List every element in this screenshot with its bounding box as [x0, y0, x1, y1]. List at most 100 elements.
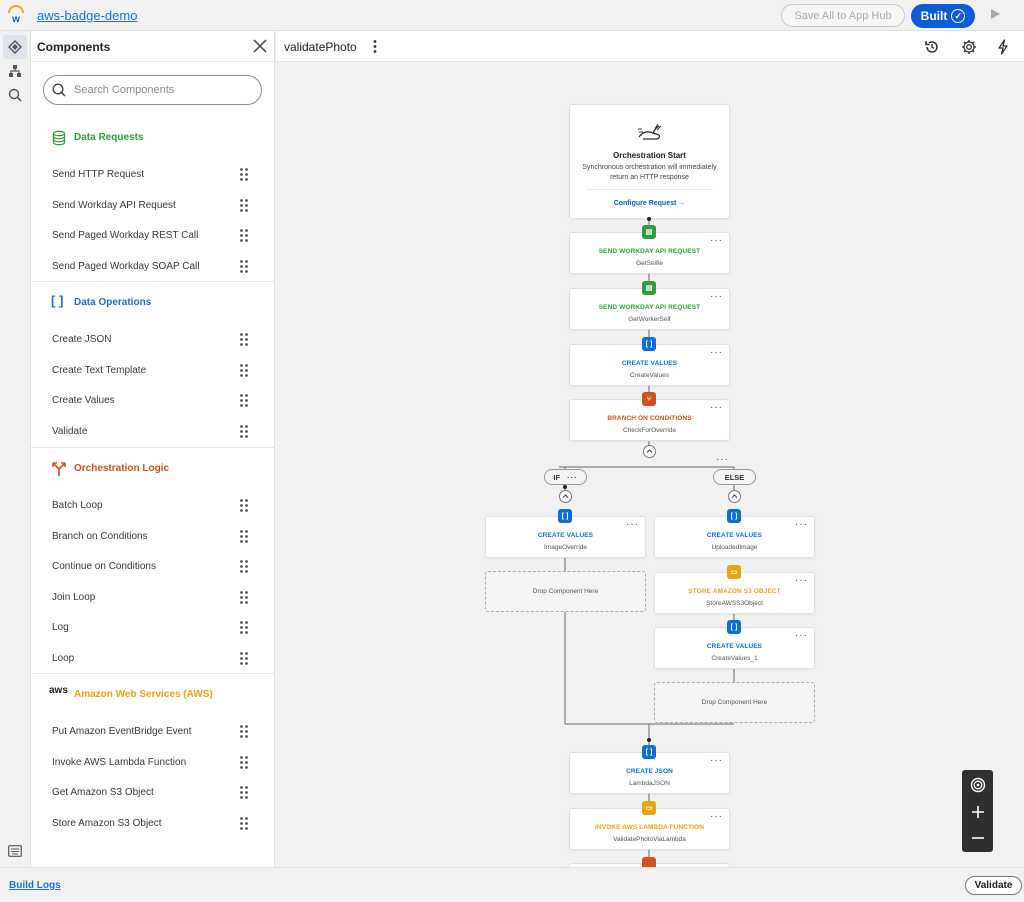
component-item[interactable]: Validate — [31, 419, 275, 445]
else-branch-pill[interactable]: ELSE — [713, 469, 756, 485]
more-vertical-icon[interactable] — [372, 39, 378, 54]
collapse-if-button[interactable] — [559, 490, 572, 503]
node-more-menu[interactable]: ··· — [710, 755, 723, 766]
drop-zone[interactable]: Drop Component Here — [485, 571, 646, 612]
keyboard-rail-button[interactable] — [3, 839, 27, 863]
drag-handle-icon[interactable] — [239, 332, 249, 347]
node-more-menu[interactable]: ··· — [795, 575, 808, 586]
zoom-in-button[interactable] — [967, 801, 988, 822]
drag-handle-icon[interactable] — [239, 724, 249, 739]
component-item[interactable]: Batch Loop — [31, 493, 275, 519]
node-more-menu[interactable]: ··· — [710, 291, 723, 302]
drag-handle-icon[interactable] — [239, 529, 249, 544]
if-more-menu[interactable]: ··· — [567, 472, 578, 482]
node-validate-photo-via-lambda[interactable]: ··· INVOKE AWS LAMBDA FUNCTION ValidateP… — [569, 808, 730, 850]
node-more-menu[interactable]: ··· — [626, 519, 639, 530]
branch-more-menu[interactable]: ··· — [716, 454, 729, 465]
node-store-aws-s3-object[interactable]: ··· STORE AMAZON S3 OBJECT StoreAWSS3Obj… — [654, 572, 815, 614]
component-item[interactable]: Store Amazon S3 Object — [31, 811, 275, 837]
component-label: Branch on Conditions — [52, 531, 148, 542]
node-name: ImageOverride — [544, 544, 587, 551]
component-item[interactable]: Send Workday API Request — [31, 193, 275, 219]
component-item[interactable]: Continue on Conditions — [31, 554, 275, 580]
lightning-bolt-icon[interactable] — [994, 38, 1012, 56]
drag-handle-icon[interactable] — [239, 228, 249, 243]
component-label: Loop — [52, 653, 75, 664]
component-item[interactable]: Invoke AWS Lambda Function — [31, 750, 275, 776]
component-item[interactable]: Join Loop — [31, 585, 275, 611]
node-image-override[interactable]: ··· CREATE VALUES ImageOverride — [485, 516, 646, 558]
orchestration-start-node[interactable]: Orchestration Start Synchronous orchestr… — [569, 104, 730, 219]
recenter-button[interactable] — [967, 774, 988, 795]
save-to-app-hub-button[interactable]: Save All to App Hub — [781, 4, 905, 27]
node-more-menu[interactable]: ··· — [710, 811, 723, 822]
node-more-menu[interactable]: ··· — [710, 235, 723, 246]
drag-handle-icon[interactable] — [239, 498, 249, 513]
section-divider — [31, 673, 275, 674]
node-create-values-1[interactable]: ··· CREATE VALUES CreateValues_1 — [654, 627, 815, 669]
orchestration-canvas[interactable]: Orchestration Start Synchronous orchestr… — [276, 62, 1024, 867]
collapse-else-button[interactable] — [728, 490, 741, 503]
settings-gear-icon[interactable] — [960, 38, 978, 56]
drag-handle-icon[interactable] — [239, 755, 249, 770]
build-logs-link[interactable]: Build Logs — [9, 880, 61, 891]
node-more-menu[interactable]: ··· — [795, 519, 808, 530]
drag-handle-icon[interactable] — [239, 259, 249, 274]
search-components-input[interactable] — [74, 82, 254, 98]
component-item[interactable]: Loop — [31, 646, 275, 672]
drag-handle-icon[interactable] — [239, 620, 249, 635]
drag-handle-icon[interactable] — [239, 816, 249, 831]
configure-request-link[interactable]: Configure Request → — [570, 200, 729, 207]
play-icon[interactable] — [991, 9, 1000, 19]
node-get-worker-self[interactable]: ··· SEND WORKDAY API REQUEST GetWorkerSe… — [569, 288, 730, 330]
drag-handle-icon[interactable] — [239, 651, 249, 666]
drag-handle-icon[interactable] — [239, 363, 249, 378]
components-rail-button[interactable] — [3, 35, 27, 59]
drop-zone[interactable]: Drop Component Here — [654, 682, 815, 723]
component-label: Create JSON — [52, 334, 112, 345]
component-label: Send Paged Workday REST Call — [52, 230, 199, 241]
node-create-values[interactable]: ··· CREATE VALUES CreateValues — [569, 344, 730, 386]
node-type: CREATE VALUES — [537, 532, 594, 539]
node-uploaded-image[interactable]: ··· CREATE VALUES UploadedImage — [654, 516, 815, 558]
drag-handle-icon[interactable] — [239, 393, 249, 408]
component-item[interactable]: Create JSON — [31, 327, 275, 353]
search-rail-button[interactable] — [3, 83, 27, 107]
component-item[interactable]: Create Values — [31, 388, 275, 414]
drag-handle-icon[interactable] — [239, 167, 249, 182]
component-item[interactable]: Branch on Conditions — [31, 524, 275, 550]
built-button[interactable]: Built ✓ — [911, 4, 975, 28]
structure-rail-button[interactable] — [3, 59, 27, 83]
drag-handle-icon[interactable] — [239, 785, 249, 800]
app-title-link[interactable]: aws-badge-demo — [37, 8, 138, 23]
component-item[interactable]: Send Paged Workday SOAP Call — [31, 254, 275, 280]
node-more-menu[interactable]: ··· — [710, 347, 723, 358]
zoom-out-button[interactable] — [967, 827, 988, 848]
section-divider — [31, 447, 275, 448]
node-more-menu[interactable]: ··· — [710, 402, 723, 413]
component-item[interactable]: Create Text Template — [31, 358, 275, 384]
drag-handle-icon[interactable] — [239, 590, 249, 605]
history-icon[interactable] — [923, 38, 941, 56]
workday-logo-icon[interactable]: w — [6, 5, 26, 25]
close-icon[interactable] — [251, 37, 269, 55]
component-item[interactable]: Get Amazon S3 Object — [31, 780, 275, 806]
component-item[interactable]: Log — [31, 615, 275, 641]
node-get-selfie[interactable]: ··· SEND WORKDAY API REQUEST GetSelfie — [569, 232, 730, 274]
collapse-branch-button[interactable] — [643, 445, 656, 458]
search-field[interactable] — [43, 75, 262, 105]
validate-button[interactable]: Validate — [965, 876, 1022, 895]
if-branch-pill[interactable]: IF ··· — [544, 469, 587, 485]
component-item[interactable]: Send HTTP Request — [31, 162, 275, 188]
drag-handle-icon[interactable] — [239, 424, 249, 439]
node-more-menu[interactable]: ··· — [795, 630, 808, 641]
section-data-operations: [ ] Data Operations — [31, 291, 275, 315]
start-description: Synchronous orchestration will immediate… — [582, 164, 717, 181]
drag-handle-icon[interactable] — [239, 198, 249, 213]
drop-zone-label: Drop Component Here — [532, 588, 599, 595]
node-name: LambdaJSON — [629, 780, 670, 787]
drag-handle-icon[interactable] — [239, 559, 249, 574]
component-item[interactable]: Send Paged Workday REST Call — [31, 223, 275, 249]
component-item[interactable]: Put Amazon EventBridge Event — [31, 719, 275, 745]
built-label: Built — [920, 9, 948, 23]
